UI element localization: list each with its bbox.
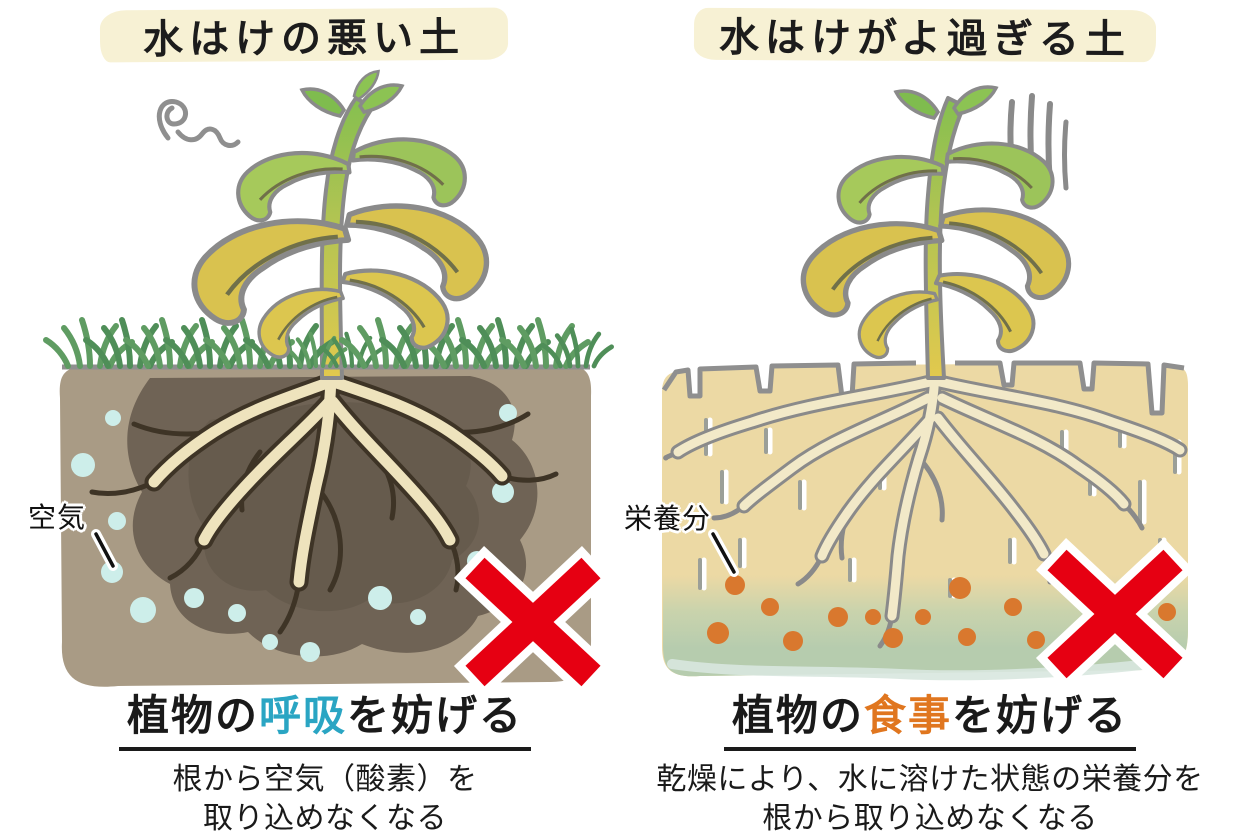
left-roots — [89, 358, 559, 635]
right-roots — [663, 358, 1188, 649]
right-heading-highlight: 食事 — [863, 692, 952, 739]
air-pointer-line — [91, 529, 118, 571]
air-label: 空気 — [28, 502, 87, 533]
left-soil-illustration — [46, 69, 612, 686]
right-heading: 植物の食事を妨げる — [635, 692, 1225, 752]
right-title: 水はけがよ過ぎる土 — [718, 15, 1132, 63]
right-soil-illustration — [661, 85, 1188, 676]
left-heading-suffix: を妨げる — [347, 692, 524, 739]
nutrient-pointer-line — [708, 529, 739, 577]
left-description: 根から空気（酸素）を 取り込めなくなる — [35, 760, 615, 838]
right-heading-suffix: を妨げる — [952, 692, 1129, 739]
left-heading-highlight: 呼吸 — [258, 692, 347, 739]
left-heading: 植物の呼吸を妨げる — [35, 692, 615, 752]
right-title-banner: 水はけがよ過ぎる土 — [693, 7, 1157, 63]
right-heading-prefix: 植物の — [731, 692, 864, 739]
right-description: 乾燥により、水に溶けた状態の栄養分を 根から取り込めなくなる — [635, 760, 1225, 838]
left-description-line1: 根から空気（酸素）を — [172, 763, 478, 797]
right-description-line1: 乾燥により、水に溶けた状態の栄養分を — [656, 763, 1204, 797]
left-title: 水はけの悪い土 — [142, 15, 466, 63]
nutrient-label: 栄養分 — [624, 503, 712, 534]
left-heading-prefix: 植物の — [126, 692, 259, 739]
left-caption: 植物の呼吸を妨げる 根から空気（酸素）を 取り込めなくなる — [35, 692, 615, 838]
left-title-banner: 水はけの悪い土 — [99, 7, 509, 63]
left-description-line2: 取り込めなくなる — [203, 802, 447, 836]
nutrient-dots — [707, 575, 1176, 651]
right-caption: 植物の食事を妨げる 乾燥により、水に溶けた状態の栄養分を 根から取り込めなくなる — [635, 692, 1225, 838]
right-description-line2: 根から取り込めなくなる — [762, 802, 1098, 836]
wilt-squiggle — [156, 99, 241, 148]
